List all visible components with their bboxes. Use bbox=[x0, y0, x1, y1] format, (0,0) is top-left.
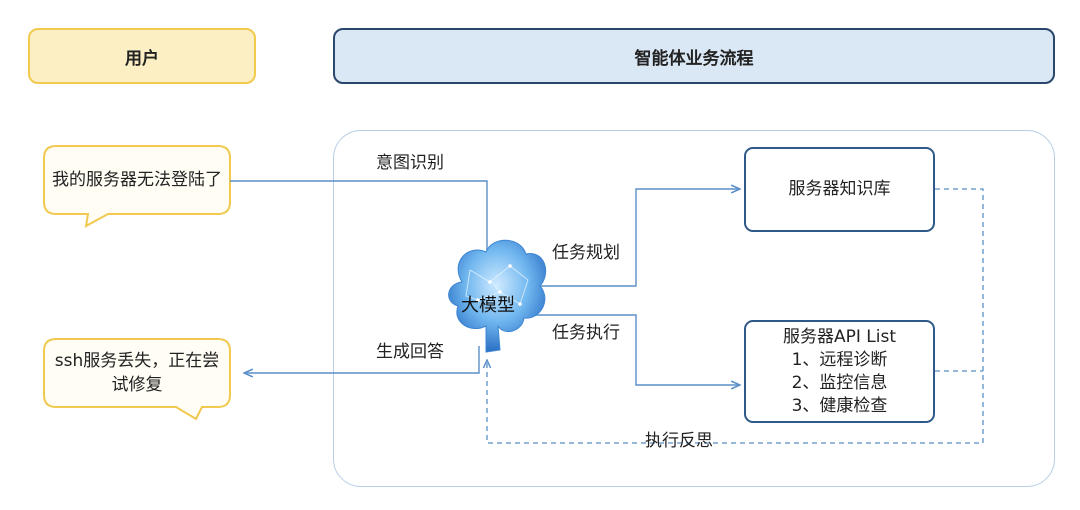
generate-label: 生成回答 bbox=[376, 342, 444, 362]
brain-icon bbox=[448, 239, 547, 353]
reply-message: ssh服务丢失，正在尝试修复 bbox=[54, 351, 220, 395]
intent-arrow bbox=[230, 180, 487, 262]
reflect-loop bbox=[487, 188, 984, 444]
model-label: 大模型 bbox=[461, 295, 515, 316]
user-message: 我的服务器无法登陆了 bbox=[52, 170, 222, 190]
api-item: 1、远程诊断 bbox=[791, 349, 888, 370]
api-item: 2、监控信息 bbox=[791, 372, 888, 393]
knowledge-base-box: 服务器知识库 bbox=[744, 147, 935, 232]
api-item: 3、健康检查 bbox=[791, 395, 888, 416]
user-lane-header: 用户 bbox=[28, 28, 256, 84]
knowledge-base-label: 服务器知识库 bbox=[788, 179, 891, 199]
reflect-label: 执行反思 bbox=[645, 431, 713, 451]
generate-arrow bbox=[244, 346, 480, 373]
execute-label: 任务执行 bbox=[552, 323, 620, 343]
api-list-box: 服务器API List 1、远程诊断 2、监控信息 3、健康检查 bbox=[744, 320, 935, 423]
intent-label: 意图识别 bbox=[376, 153, 444, 173]
reply-bubble-shape bbox=[43, 338, 231, 421]
execute-arrow bbox=[533, 314, 740, 385]
api-list-title: 服务器API List bbox=[782, 326, 896, 347]
user-bubble-shape bbox=[43, 145, 231, 228]
agent-flow-header: 智能体业务流程 bbox=[333, 28, 1055, 84]
flow-container bbox=[333, 130, 1055, 487]
plan-arrow bbox=[533, 189, 740, 287]
plan-label: 任务规划 bbox=[552, 243, 620, 263]
